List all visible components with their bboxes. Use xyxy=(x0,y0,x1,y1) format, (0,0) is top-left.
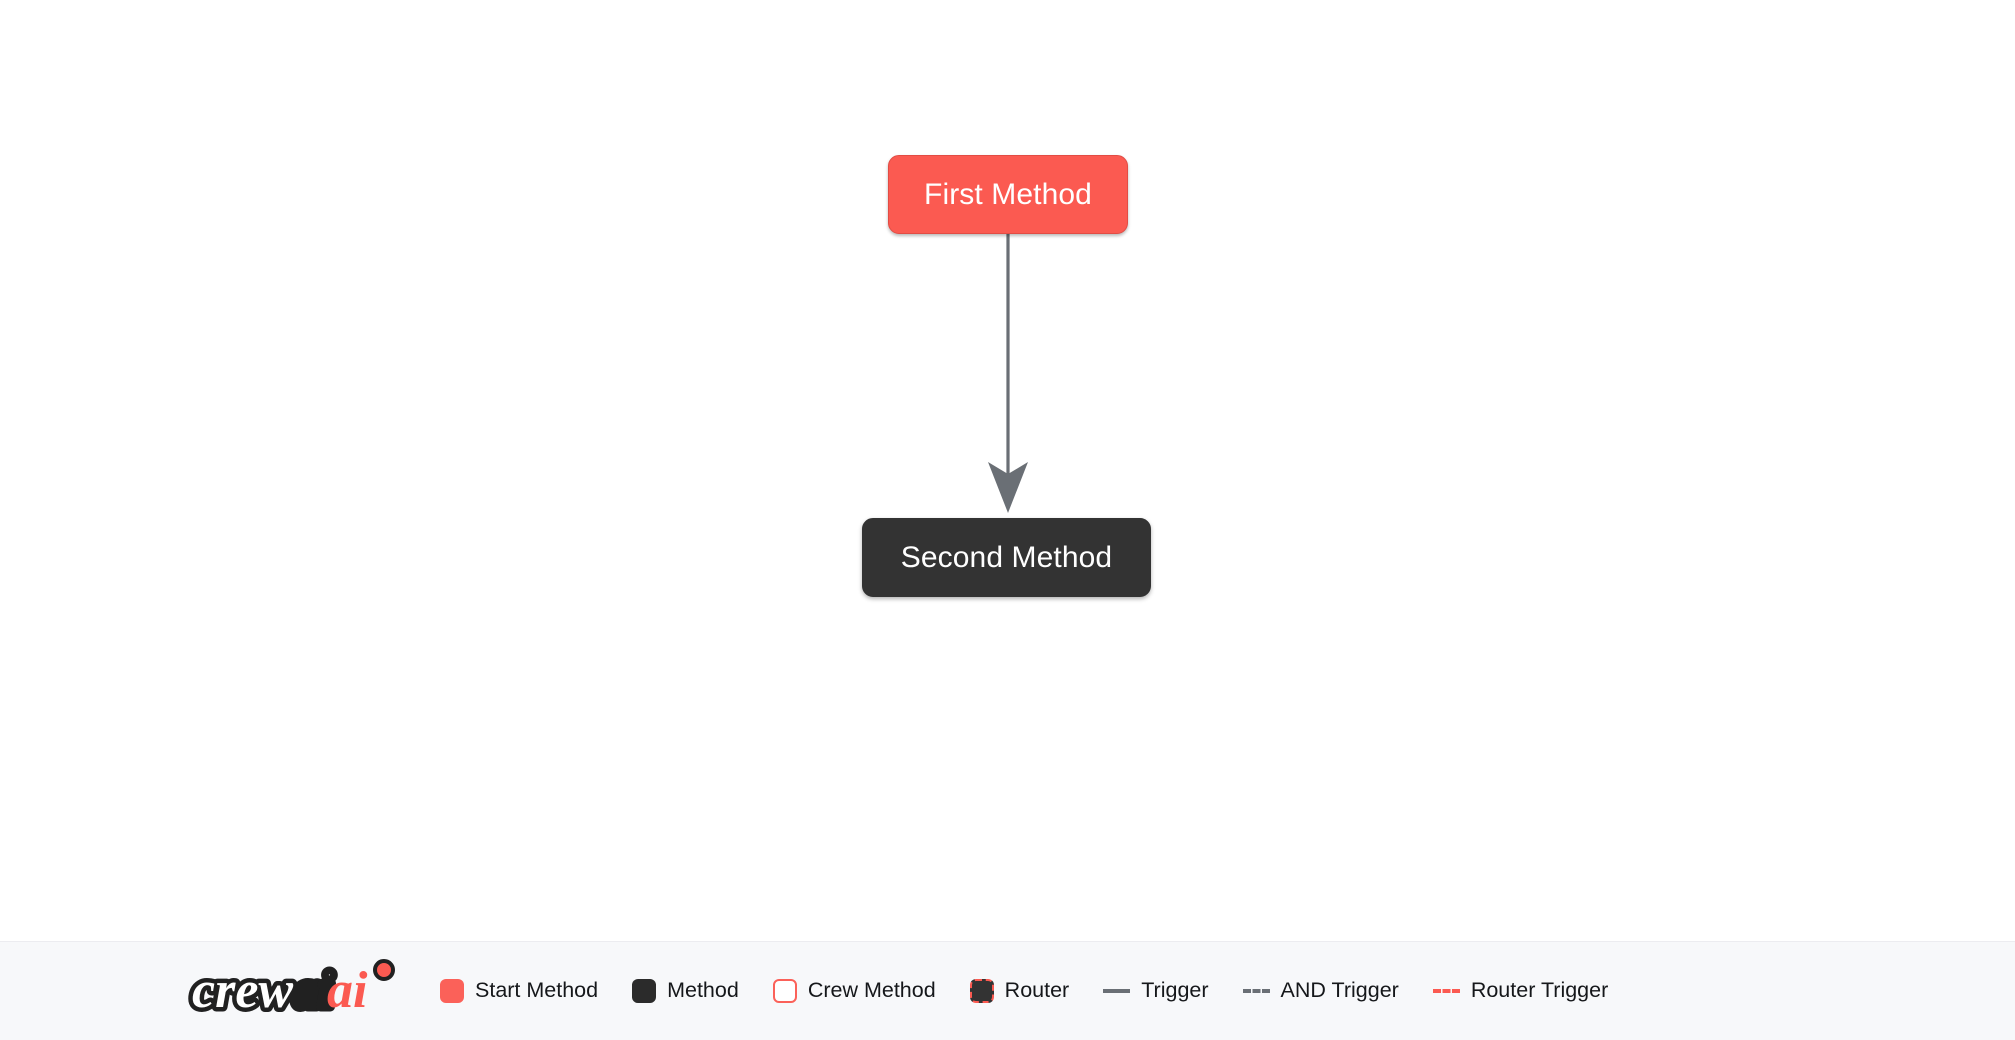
flow-node-second-method[interactable]: Second Method xyxy=(862,518,1151,597)
legend-label: Crew Method xyxy=(807,978,936,1003)
legend-item-start-method: Start Method xyxy=(440,979,598,1003)
legend-label: Start Method xyxy=(475,978,599,1003)
flow-node-first-method[interactable]: First Method xyxy=(888,155,1128,234)
legend-item-router-trigger: Router Trigger xyxy=(1432,978,1609,1003)
start-method-swatch-icon xyxy=(440,979,464,1003)
svg-text:crewai: crewai xyxy=(192,962,334,1019)
trigger-line-icon xyxy=(1103,989,1131,993)
legend-label: AND Trigger xyxy=(1280,978,1399,1003)
legend-label: Router Trigger xyxy=(1470,978,1609,1003)
and-trigger-line-icon xyxy=(1242,989,1270,993)
flow-canvas[interactable]: First Method Second Method xyxy=(0,0,2015,941)
legend-item-router: Router xyxy=(969,978,1070,1003)
crew-method-swatch-icon xyxy=(772,979,797,1003)
svg-text:crew: crew xyxy=(192,962,293,1019)
legend-item-crew-method: Crew Method xyxy=(772,978,936,1003)
legend-label: Router xyxy=(1004,978,1070,1003)
legend-item-and-trigger: AND Trigger xyxy=(1242,978,1399,1003)
flow-node-label: Second Method xyxy=(900,540,1113,574)
router-trigger-line-icon xyxy=(1432,989,1460,993)
legend-bar: crewai crew ai Start Method Method Crew … xyxy=(0,941,2015,1040)
svg-text:ai: ai xyxy=(327,962,368,1019)
edge-first-to-second xyxy=(988,234,1028,513)
router-swatch-icon xyxy=(969,979,994,1003)
crewai-logo: crewai crew ai xyxy=(188,958,410,1024)
legend-items: Start Method Method Crew Method Router T… xyxy=(440,979,1608,1003)
legend-item-method: Method xyxy=(632,979,739,1003)
legend-label: Trigger xyxy=(1141,978,1209,1003)
method-swatch-icon xyxy=(632,979,657,1003)
legend-item-trigger: Trigger xyxy=(1103,978,1209,1003)
edge-layer xyxy=(988,234,1028,513)
crewai-logo-mark: crewai crew ai xyxy=(188,958,395,1024)
flow-node-label: First Method xyxy=(924,177,1092,211)
legend-label: Method xyxy=(667,978,739,1003)
